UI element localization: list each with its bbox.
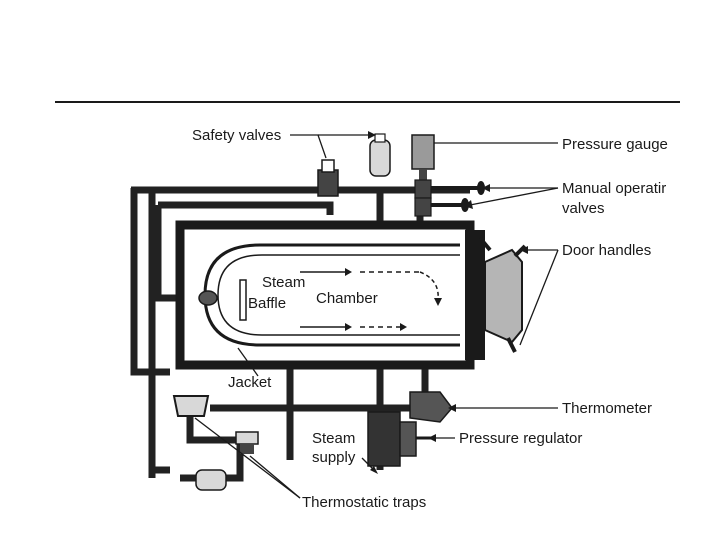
label-steam-supply-2: supply xyxy=(312,449,356,466)
thermostatic-trap-2-base xyxy=(240,444,254,454)
safety-valve-cap xyxy=(321,159,335,173)
label-pressure-regulator: Pressure regulator xyxy=(459,430,582,447)
leader-jacket xyxy=(237,347,259,377)
pressure-regulator-body xyxy=(367,411,401,467)
label-chamber: Chamber xyxy=(316,290,378,307)
flow-arrowhead-bottom xyxy=(345,323,352,331)
arrowhead-thermometer xyxy=(448,404,456,412)
manual-valve-2 xyxy=(414,197,432,217)
top-fittings xyxy=(317,133,485,217)
manual-valve-knob-1 xyxy=(477,181,485,195)
arrowhead-door-1 xyxy=(520,246,528,254)
safety-valve-body xyxy=(317,169,339,197)
label-baffle: Baffle xyxy=(248,295,286,312)
label-steam-supply-1: Steam xyxy=(312,430,355,447)
label-manual-operating-2: valves xyxy=(562,200,605,217)
label-jacket: Jacket xyxy=(228,374,272,391)
left-drop-pipe xyxy=(130,188,170,376)
leader-arrowheads xyxy=(368,131,528,474)
inlet-fitting xyxy=(198,290,218,306)
label-safety-valves: Safety valves xyxy=(192,127,281,144)
vessel xyxy=(175,220,527,370)
thermostatic-trap-1 xyxy=(172,395,210,417)
label-door-handles: Door handles xyxy=(562,242,651,259)
strainer xyxy=(195,469,227,491)
safety-valve-glass-top xyxy=(374,133,386,143)
door-handle-top xyxy=(478,236,492,252)
arrowhead-safety-2 xyxy=(368,131,376,139)
leader-door-2 xyxy=(519,249,559,346)
label-manual-operating-1: Manual operatir xyxy=(562,180,666,197)
arrowhead-manual-1 xyxy=(482,184,490,192)
label-thermostatic-traps: Thermostatic traps xyxy=(302,494,426,511)
safety-valve-glass xyxy=(369,139,391,177)
arrowhead-pressure-regulator xyxy=(428,434,436,442)
door-handle-mid xyxy=(513,244,527,258)
arrowhead-manual-2 xyxy=(464,200,473,209)
door xyxy=(484,248,523,344)
manual-valve-knob-2 xyxy=(461,198,469,212)
leader-manual-2 xyxy=(469,187,559,206)
bottom-fittings xyxy=(172,391,453,491)
leader-lines xyxy=(194,134,559,499)
door-frame xyxy=(465,230,485,360)
leader-trap-1 xyxy=(194,417,301,499)
flow-arrow-curve xyxy=(419,271,439,301)
flow-arrowhead-bottom-2 xyxy=(400,323,407,331)
inner-chamber-2 xyxy=(217,254,460,336)
door-handle-bottom xyxy=(506,337,517,353)
arrowhead-steam-supply xyxy=(370,466,378,474)
pressure-regulator-cap xyxy=(399,421,417,457)
leader-safety-1 xyxy=(290,134,327,159)
feed-pipe xyxy=(158,201,334,215)
baffle-plate xyxy=(239,279,247,321)
manual-valve-1 xyxy=(414,179,432,199)
pressure-gauge-body xyxy=(411,134,435,170)
flow-arrowhead-curve xyxy=(434,298,442,306)
pressure-gauge-stem xyxy=(419,169,427,189)
thermometer-body xyxy=(409,391,453,423)
leader-trap-2 xyxy=(249,455,301,499)
label-pressure-gauge: Pressure gauge xyxy=(562,136,668,153)
thermostatic-trap-2 xyxy=(235,431,259,445)
label-thermometer: Thermometer xyxy=(562,400,652,417)
label-steam: Steam xyxy=(262,274,305,291)
flow-arrowhead-top xyxy=(345,268,352,276)
